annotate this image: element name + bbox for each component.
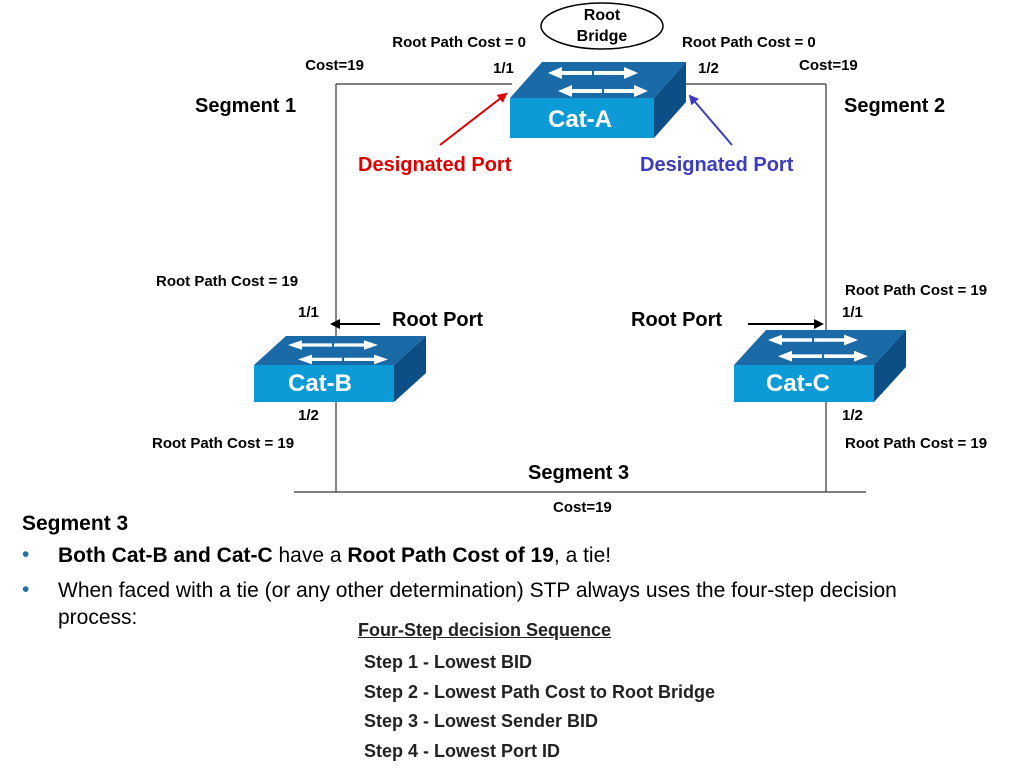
root-port-label-c: Root Port: [631, 309, 722, 331]
decision-step: Step 1 - Lowest BID: [364, 652, 533, 672]
designated-port-arrow-right: [688, 94, 733, 146]
switch-front: [254, 365, 394, 402]
cat-b-top-root-path-cost: Root Path Cost = 19: [156, 273, 298, 290]
switch-name: Cat-B: [288, 370, 352, 397]
cat-b-port-bottom: 1/2: [298, 407, 319, 424]
segment3-cost: Cost=19: [553, 499, 612, 515]
bullet-item: • Both Cat-B and Cat-C have a Root Path …: [22, 542, 1012, 569]
decision-step: Step 3 - Lowest Sender BID: [364, 711, 599, 731]
segment2-label: Segment 2: [844, 95, 945, 117]
designated-port-arrow-left: [439, 92, 508, 146]
designated-port-label-right: Designated Port: [640, 154, 794, 176]
switch-side: [654, 62, 686, 138]
segment3-label: Segment 3: [528, 462, 629, 484]
root-bridge-line2: Bridge: [577, 28, 628, 45]
cat-c-top-root-path-cost: Root Path Cost = 19: [845, 282, 987, 299]
segment1-cost: Cost=19: [305, 57, 364, 74]
cat-a-right-root-path-cost: Root Path Cost = 0: [682, 34, 816, 51]
switch-side: [874, 330, 906, 402]
switch-cat-b[interactable]: Cat-B: [254, 336, 426, 402]
decision-step: Step 4 - Lowest Port ID: [364, 740, 561, 761]
bullet-bold-text: Root Path Cost of 19: [347, 544, 554, 567]
bullet-text: , a tie!: [553, 544, 612, 567]
stp-topology-diagram: Root Bridge Cat-A Cat-B Cat-C Root Path …: [152, 2, 987, 515]
cat-a-left-root-path-cost: Root Path Cost = 0: [392, 34, 526, 51]
cat-a-port-left: 1/1: [493, 60, 514, 77]
switch-front: [734, 365, 874, 402]
segment2-cost: Cost=19: [799, 57, 858, 74]
decision-title: Four-Step decision Sequence: [358, 620, 612, 640]
cat-c-port-bottom: 1/2: [842, 407, 863, 424]
bullet-icon: •: [22, 543, 30, 566]
cat-c-port-top: 1/1: [842, 304, 863, 321]
switch-cat-c[interactable]: Cat-C: [734, 330, 906, 402]
cat-a-port-right: 1/2: [698, 60, 719, 77]
switch-side: [394, 336, 426, 402]
cat-c-bottom-root-path-cost: Root Path Cost = 19: [845, 435, 987, 452]
segment1-label: Segment 1: [195, 95, 296, 117]
switch-name: Cat-C: [766, 370, 830, 397]
bullet-icon: •: [22, 578, 30, 601]
bullet-text: have a: [272, 544, 348, 567]
decision-sequence: Four-Step decision Sequence Step 1 - Low…: [358, 620, 715, 766]
bullet-item: • When faced with a tie (or any other de…: [22, 577, 958, 631]
link-lines: [294, 83, 866, 493]
bullet-text: When faced with a tie (or any other dete…: [58, 579, 897, 629]
root-bridge-line1: Root: [584, 7, 621, 24]
bullet-bold-text: Both Cat-B and Cat-C: [58, 544, 273, 567]
designated-port-label-left: Designated Port: [358, 154, 512, 176]
switch-name: Cat-A: [548, 106, 612, 133]
switch-cat-a[interactable]: Cat-A: [510, 62, 686, 138]
switch-front: [510, 98, 654, 138]
section-heading: Segment 3: [22, 512, 129, 535]
root-port-label-b: Root Port: [392, 309, 483, 331]
cat-b-port-top: 1/1: [298, 304, 319, 321]
root-bridge-badge: Root Bridge: [540, 2, 664, 50]
explanation-text: Segment 3 • Both Cat-B and Cat-C have a …: [22, 512, 1012, 639]
cat-b-bottom-root-path-cost: Root Path Cost = 19: [152, 435, 294, 452]
decision-step: Step 2 - Lowest Path Cost to Root Bridge: [364, 681, 716, 702]
